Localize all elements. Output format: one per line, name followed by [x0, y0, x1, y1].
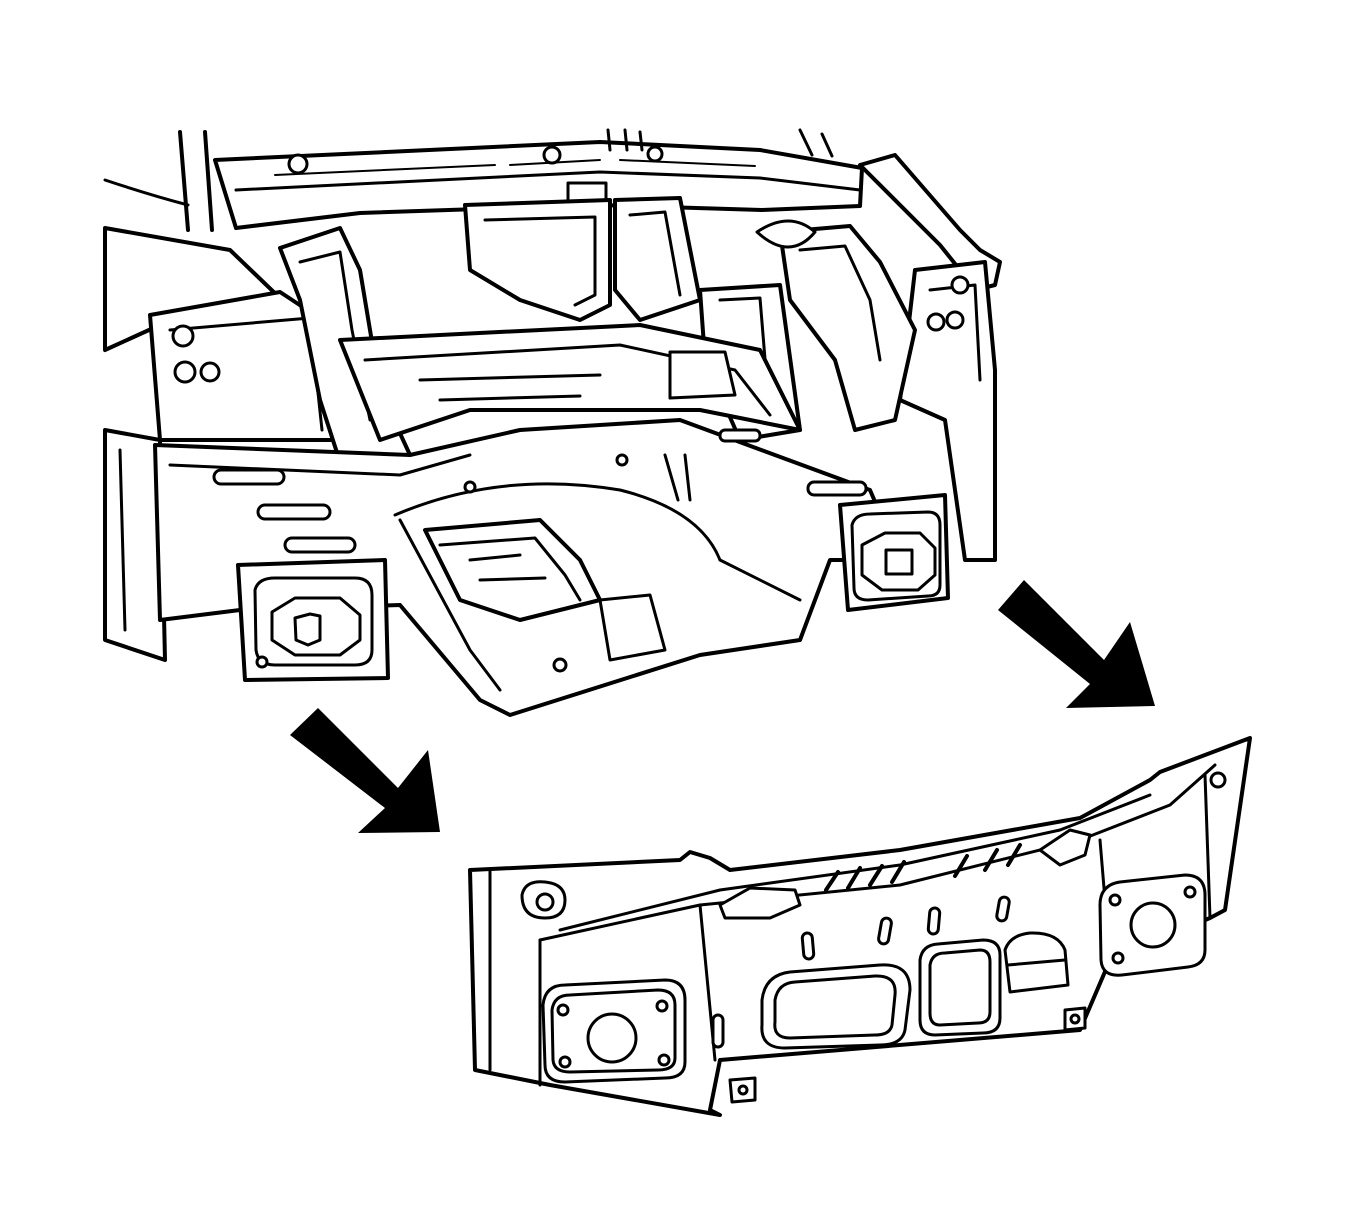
left-rail-end-plate — [236, 558, 390, 682]
right-arrow-icon — [998, 580, 1155, 708]
direction-arrows — [290, 580, 1155, 833]
vehicle-rear-body-structure — [103, 128, 1002, 717]
panel-top-slots — [824, 843, 1022, 892]
center-openings — [760, 931, 1070, 1050]
left-arrow-icon — [290, 708, 440, 833]
trunk-floor-panel — [153, 323, 902, 717]
right-rail-end-plate — [838, 493, 950, 612]
panel-vertical-slots — [711, 895, 1011, 1049]
left-mounting-pad — [541, 978, 687, 1084]
rear-end-panel — [468, 736, 1252, 1117]
right-mounting-pad — [1098, 873, 1207, 977]
inner-rear-frame — [463, 196, 702, 322]
floor-slots — [212, 428, 868, 554]
rear-header-cross-member — [213, 128, 864, 230]
